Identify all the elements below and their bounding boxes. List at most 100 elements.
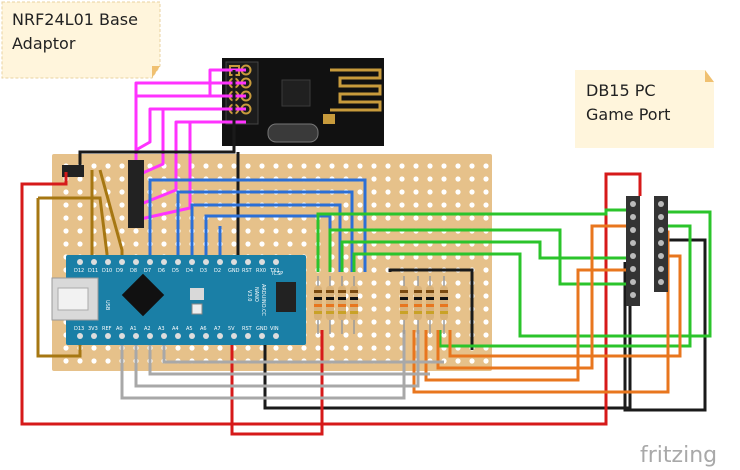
perfboard-hole — [399, 254, 405, 260]
perfboard-hole — [427, 189, 433, 195]
perfboard-hole — [287, 345, 293, 351]
resistor-band — [400, 297, 408, 300]
resistor-band — [350, 290, 358, 293]
nano-top-pin — [119, 259, 125, 265]
note-nrf-line1: NRF24L01 Base — [12, 10, 138, 29]
nano-top-pin-label: RST — [242, 268, 253, 274]
nano-top-pin-label: D2 — [214, 268, 221, 274]
perfboard-hole — [413, 176, 419, 182]
perfboard-hole — [315, 332, 321, 338]
resistor-band — [426, 297, 434, 300]
nano-top-pin — [105, 259, 111, 265]
resistor-band — [338, 297, 346, 300]
resistor-band — [440, 290, 448, 293]
perfboard-hole — [441, 215, 447, 221]
nano-bottom-pin — [189, 333, 195, 339]
perfboard-hole — [77, 189, 83, 195]
perfboard-hole — [399, 189, 405, 195]
perfboard-hole — [399, 176, 405, 182]
nano-bottom-pin-label: D13 — [74, 326, 84, 332]
perfboard-hole — [385, 319, 391, 325]
nano-top-pin — [161, 259, 167, 265]
perfboard-hole — [357, 202, 363, 208]
perfboard-hole — [371, 319, 377, 325]
perfboard-hole — [371, 306, 377, 312]
perfboard-hole — [385, 176, 391, 182]
resistor-band — [414, 290, 422, 293]
perfboard-hole — [63, 202, 69, 208]
perfboard-hole — [273, 163, 279, 169]
nano-top-pin — [259, 259, 265, 265]
perfboard-hole — [259, 241, 265, 247]
perfboard-hole — [385, 293, 391, 299]
perfboard-hole — [385, 345, 391, 351]
perfboard-hole — [483, 332, 489, 338]
db15-pin — [658, 214, 664, 220]
perfboard-hole — [413, 163, 419, 169]
resistor-band — [426, 311, 434, 314]
perfboard-hole — [357, 306, 363, 312]
perfboard-hole — [371, 267, 377, 273]
db15-pin — [630, 214, 636, 220]
resistor-band — [314, 311, 322, 314]
perfboard-hole — [203, 345, 209, 351]
perfboard-hole — [385, 163, 391, 169]
nano-top-pin — [175, 259, 181, 265]
db15-pin — [630, 201, 636, 207]
perfboard-hole — [329, 163, 335, 169]
nano-bottom-pin-label: A1 — [130, 326, 137, 332]
perfboard-hole — [469, 254, 475, 260]
perfboard-hole — [315, 163, 321, 169]
perfboard-hole — [91, 345, 97, 351]
perfboard-hole — [119, 189, 125, 195]
usb-label: USB — [104, 300, 110, 311]
perfboard-hole — [385, 254, 391, 260]
perfboard-hole — [329, 345, 335, 351]
nano-bottom-pin-label: A3 — [158, 326, 165, 332]
nano-top-pin — [273, 259, 279, 265]
perfboard-hole — [455, 176, 461, 182]
perfboard-hole — [63, 358, 69, 364]
db15-pin — [658, 253, 664, 259]
nano-bottom-pin — [273, 333, 279, 339]
db15-pin — [630, 227, 636, 233]
perfboard-hole — [147, 163, 153, 169]
model-label: NANO — [253, 287, 259, 302]
perfboard-hole — [455, 358, 461, 364]
nano-bottom-pin — [231, 333, 237, 339]
perfboard-hole — [455, 189, 461, 195]
perfboard-hole — [133, 228, 139, 234]
perfboard-hole — [483, 319, 489, 325]
perfboard-hole — [91, 358, 97, 364]
green-wires — [316, 208, 712, 348]
perfboard-hole — [441, 332, 447, 338]
perfboard-hole — [469, 202, 475, 208]
db15-pin — [630, 266, 636, 272]
nano-bottom-pin-label: A2 — [144, 326, 151, 332]
perfboard-hole — [483, 306, 489, 312]
perfboard-hole — [483, 267, 489, 273]
perfboard-hole — [385, 332, 391, 338]
perfboard-hole — [301, 228, 307, 234]
left-header — [128, 160, 144, 228]
perfboard-hole — [371, 280, 377, 286]
perfboard-hole — [413, 189, 419, 195]
nano-top-pin — [217, 259, 223, 265]
perfboard-hole — [371, 332, 377, 338]
perfboard-hole — [105, 228, 111, 234]
version-label: V3.0 — [246, 290, 252, 301]
perfboard-hole — [455, 293, 461, 299]
icsp-label: ICSP — [272, 271, 283, 277]
perfboard-hole — [427, 163, 433, 169]
perfboard-hole — [441, 163, 447, 169]
nano-bottom-pin — [203, 333, 209, 339]
perfboard-hole — [217, 345, 223, 351]
nano-bottom-pin-label: A6 — [200, 326, 207, 332]
perfboard-hole — [357, 319, 363, 325]
resistor-band — [440, 304, 448, 307]
perfboard-hole — [343, 267, 349, 273]
perfboard-hole — [427, 345, 433, 351]
perfboard-hole — [77, 176, 83, 182]
perfboard-hole — [413, 202, 419, 208]
